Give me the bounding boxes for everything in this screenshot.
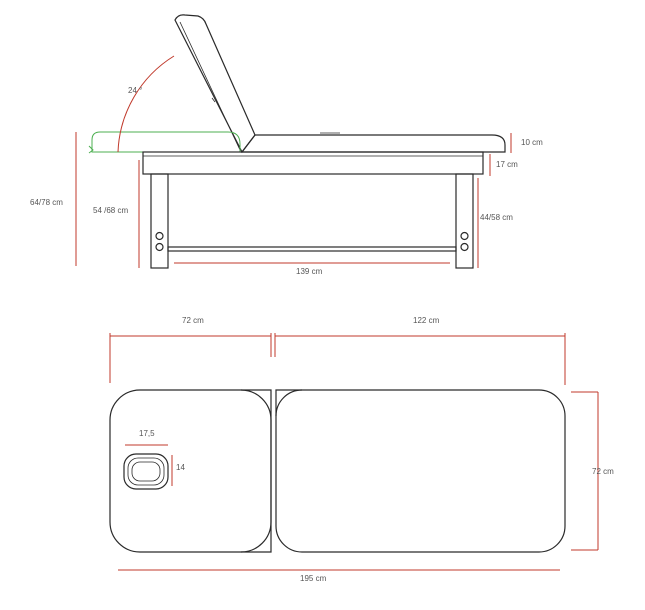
table-top-cushion <box>240 134 506 153</box>
right-leg-knob-upper <box>460 231 469 241</box>
left-leg-knob-lower <box>155 242 164 252</box>
face-hole-width-label: 17,5 <box>139 429 155 438</box>
leg-height-label: 44/58 cm <box>480 213 513 222</box>
leg-span-label: 139 cm <box>296 267 323 276</box>
angle-label: 24 ° <box>128 86 142 95</box>
lowered-headrest-outline <box>91 131 241 153</box>
left-leg-knob-upper <box>155 231 164 241</box>
right-leg-knob-lower <box>460 242 469 252</box>
total-length-label: 195 cm <box>300 574 327 583</box>
lowered-headrest-arrow <box>88 145 94 154</box>
angle-arc <box>117 55 175 153</box>
left-leg <box>150 173 169 269</box>
apron-height-label: 17 cm <box>496 160 518 169</box>
body-section-board <box>275 389 566 553</box>
table-apron <box>142 151 484 175</box>
head-section-board <box>109 389 272 553</box>
right-leg <box>455 173 474 269</box>
side-view: 24 ° 64/78 cm 54 /68 cm 10 cm <box>30 14 543 276</box>
face-hole <box>123 453 169 490</box>
frame-height-label: 54 /68 cm <box>93 206 128 215</box>
top-thickness-label: 10 cm <box>521 138 543 147</box>
width-label: 72 cm <box>592 467 614 476</box>
head-section-label: 72 cm <box>182 316 204 325</box>
face-hole-height-label: 14 <box>176 463 185 472</box>
total-height-label: 64/78 cm <box>30 198 63 207</box>
leg-crossbar <box>167 246 457 252</box>
top-view: 72 cm 122 cm 17,5 14 72 cm 195 cm <box>109 316 614 583</box>
raised-backrest <box>174 14 256 154</box>
body-section-label: 122 cm <box>413 316 440 325</box>
